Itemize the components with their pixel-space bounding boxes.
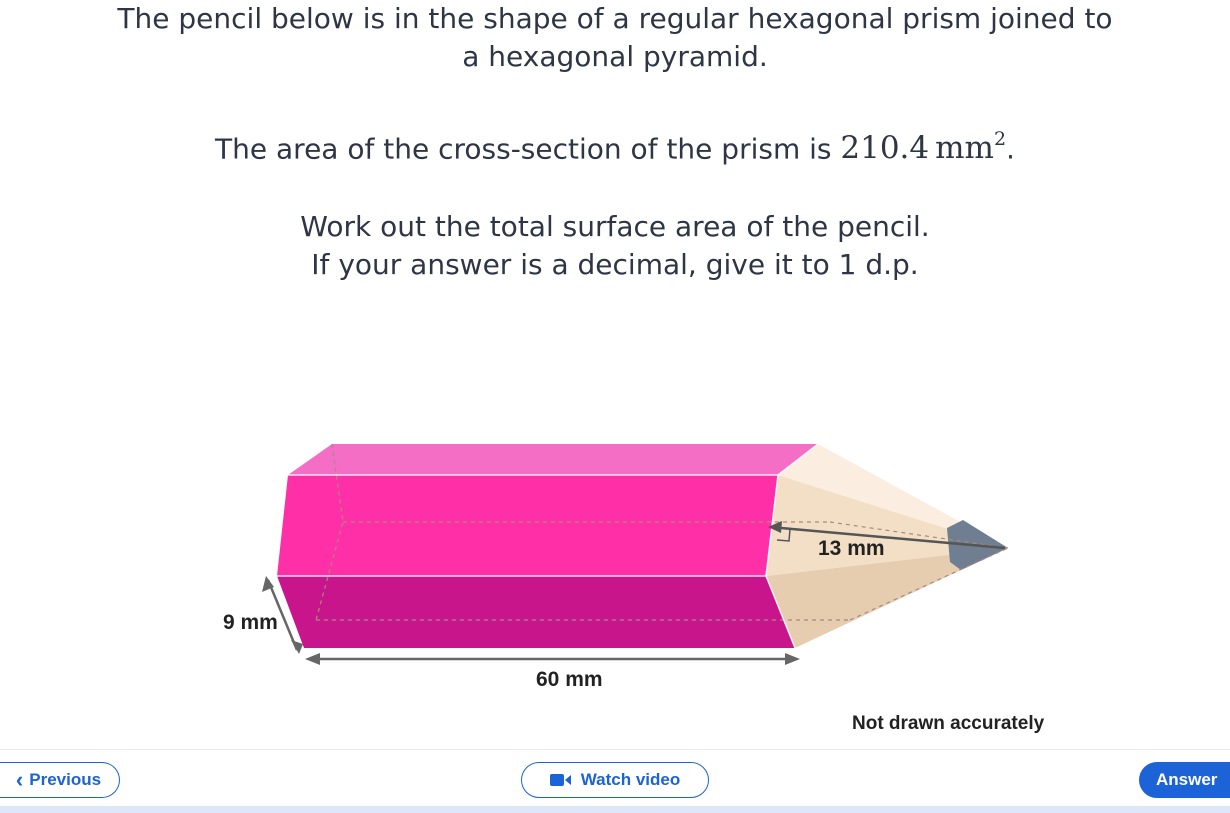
prism-length-label: 60 mm bbox=[536, 668, 603, 691]
question-line-4: Work out the total surface area of the p… bbox=[300, 210, 930, 244]
previous-label: Previous bbox=[29, 770, 102, 789]
video-camera-icon bbox=[549, 774, 571, 786]
prism-front-face bbox=[277, 475, 778, 576]
right-angle-marker bbox=[776, 528, 791, 542]
cone-top-facet bbox=[778, 444, 1008, 548]
area-suffix: . bbox=[1006, 132, 1015, 166]
watch-video-button[interactable]: Watch video bbox=[521, 762, 709, 798]
prism-bottom-face bbox=[277, 576, 795, 648]
hidden-edges bbox=[315, 443, 1009, 621]
question-line-2: a hexagonal pyramid. bbox=[462, 40, 768, 73]
bottom-band bbox=[0, 806, 1230, 813]
area-exponent: 2 bbox=[993, 128, 1007, 150]
watch-video-label: Watch video bbox=[580, 770, 681, 789]
question-line-1: The pencil below is in the shape of a re… bbox=[117, 2, 1113, 35]
answer-label: Answer bbox=[1156, 770, 1218, 789]
edge-dimension-line bbox=[266, 579, 299, 651]
edge-arrow-top bbox=[262, 576, 274, 592]
slant-height-line bbox=[769, 525, 1006, 550]
area-text: The area of the cross-section of the pri… bbox=[215, 132, 841, 166]
question-text: The pencil below is in the shape of a re… bbox=[0, 0, 1230, 284]
previous-button[interactable]: ‹ Previous bbox=[0, 762, 120, 798]
not-drawn-accurately-note: Not drawn accurately bbox=[852, 713, 1045, 734]
question-line-3: The area of the cross-section of the pri… bbox=[0, 122, 1230, 168]
slant-arrowhead bbox=[768, 521, 782, 533]
length-arrow-left bbox=[305, 653, 320, 665]
cone-bottom-facet bbox=[766, 548, 1008, 648]
edge-arrow-bottom bbox=[291, 640, 303, 654]
prism-top-face bbox=[288, 444, 818, 475]
area-unit: mm bbox=[935, 130, 994, 167]
area-value: 210.4 bbox=[840, 130, 930, 167]
length-arrow-right bbox=[785, 653, 800, 665]
cone-front-facet bbox=[766, 475, 1008, 576]
question-line-5: If your answer is a decimal, give it to … bbox=[311, 248, 919, 282]
edge-length-label: 9 mm bbox=[223, 611, 278, 634]
bottom-divider bbox=[0, 749, 1230, 750]
answer-button[interactable]: Answer bbox=[1139, 762, 1230, 798]
pencil-diagram: 13 mm 9 mm 60 mm Not drawn accurately bbox=[223, 443, 1045, 734]
chevron-left-icon: ‹ bbox=[15, 767, 24, 792]
slant-height-label: 13 mm bbox=[818, 537, 885, 560]
